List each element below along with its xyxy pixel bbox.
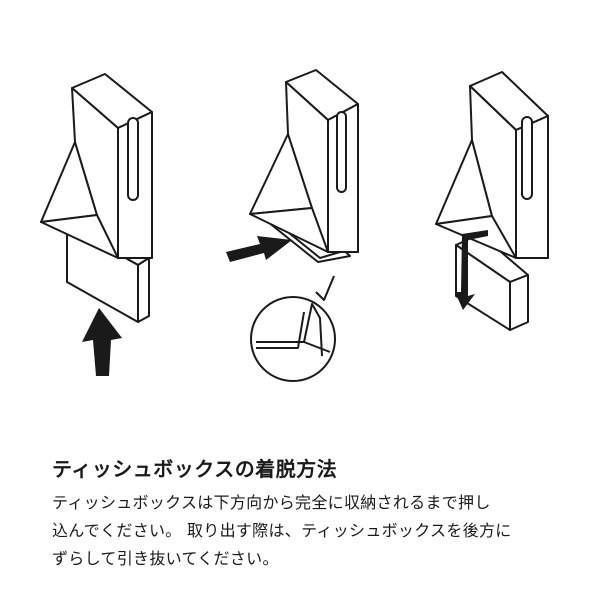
step2-holder [249, 69, 359, 253]
instructions-line-1: ティッシュボックスは下方向から完全に収納されるまで押し [52, 493, 491, 512]
zoom-detail-circle [250, 275, 336, 382]
instructions-line-2: 込んでください。 取り出す際は、ティッシュボックスを後方に [52, 521, 512, 540]
step1-holder [40, 73, 153, 259]
instructions-title: ティッシュボックスの着脱方法 [52, 457, 338, 481]
step3-figure [435, 71, 549, 331]
instructions-line-3: ずらして引き抜いてください。 [52, 549, 279, 568]
arrow-right-icon [226, 236, 292, 262]
installation-illustration [40, 69, 549, 382]
step3-tissue-box [455, 233, 529, 331]
step2-figure [226, 69, 359, 382]
arrow-down-icon [455, 230, 488, 310]
instructions-body: ティッシュボックスは下方向から完全に収納されるまで押し 込んでください。 取り出… [52, 489, 572, 573]
arrow-up-icon [82, 308, 122, 376]
step3-holder [435, 71, 549, 259]
step1-figure [40, 73, 153, 376]
